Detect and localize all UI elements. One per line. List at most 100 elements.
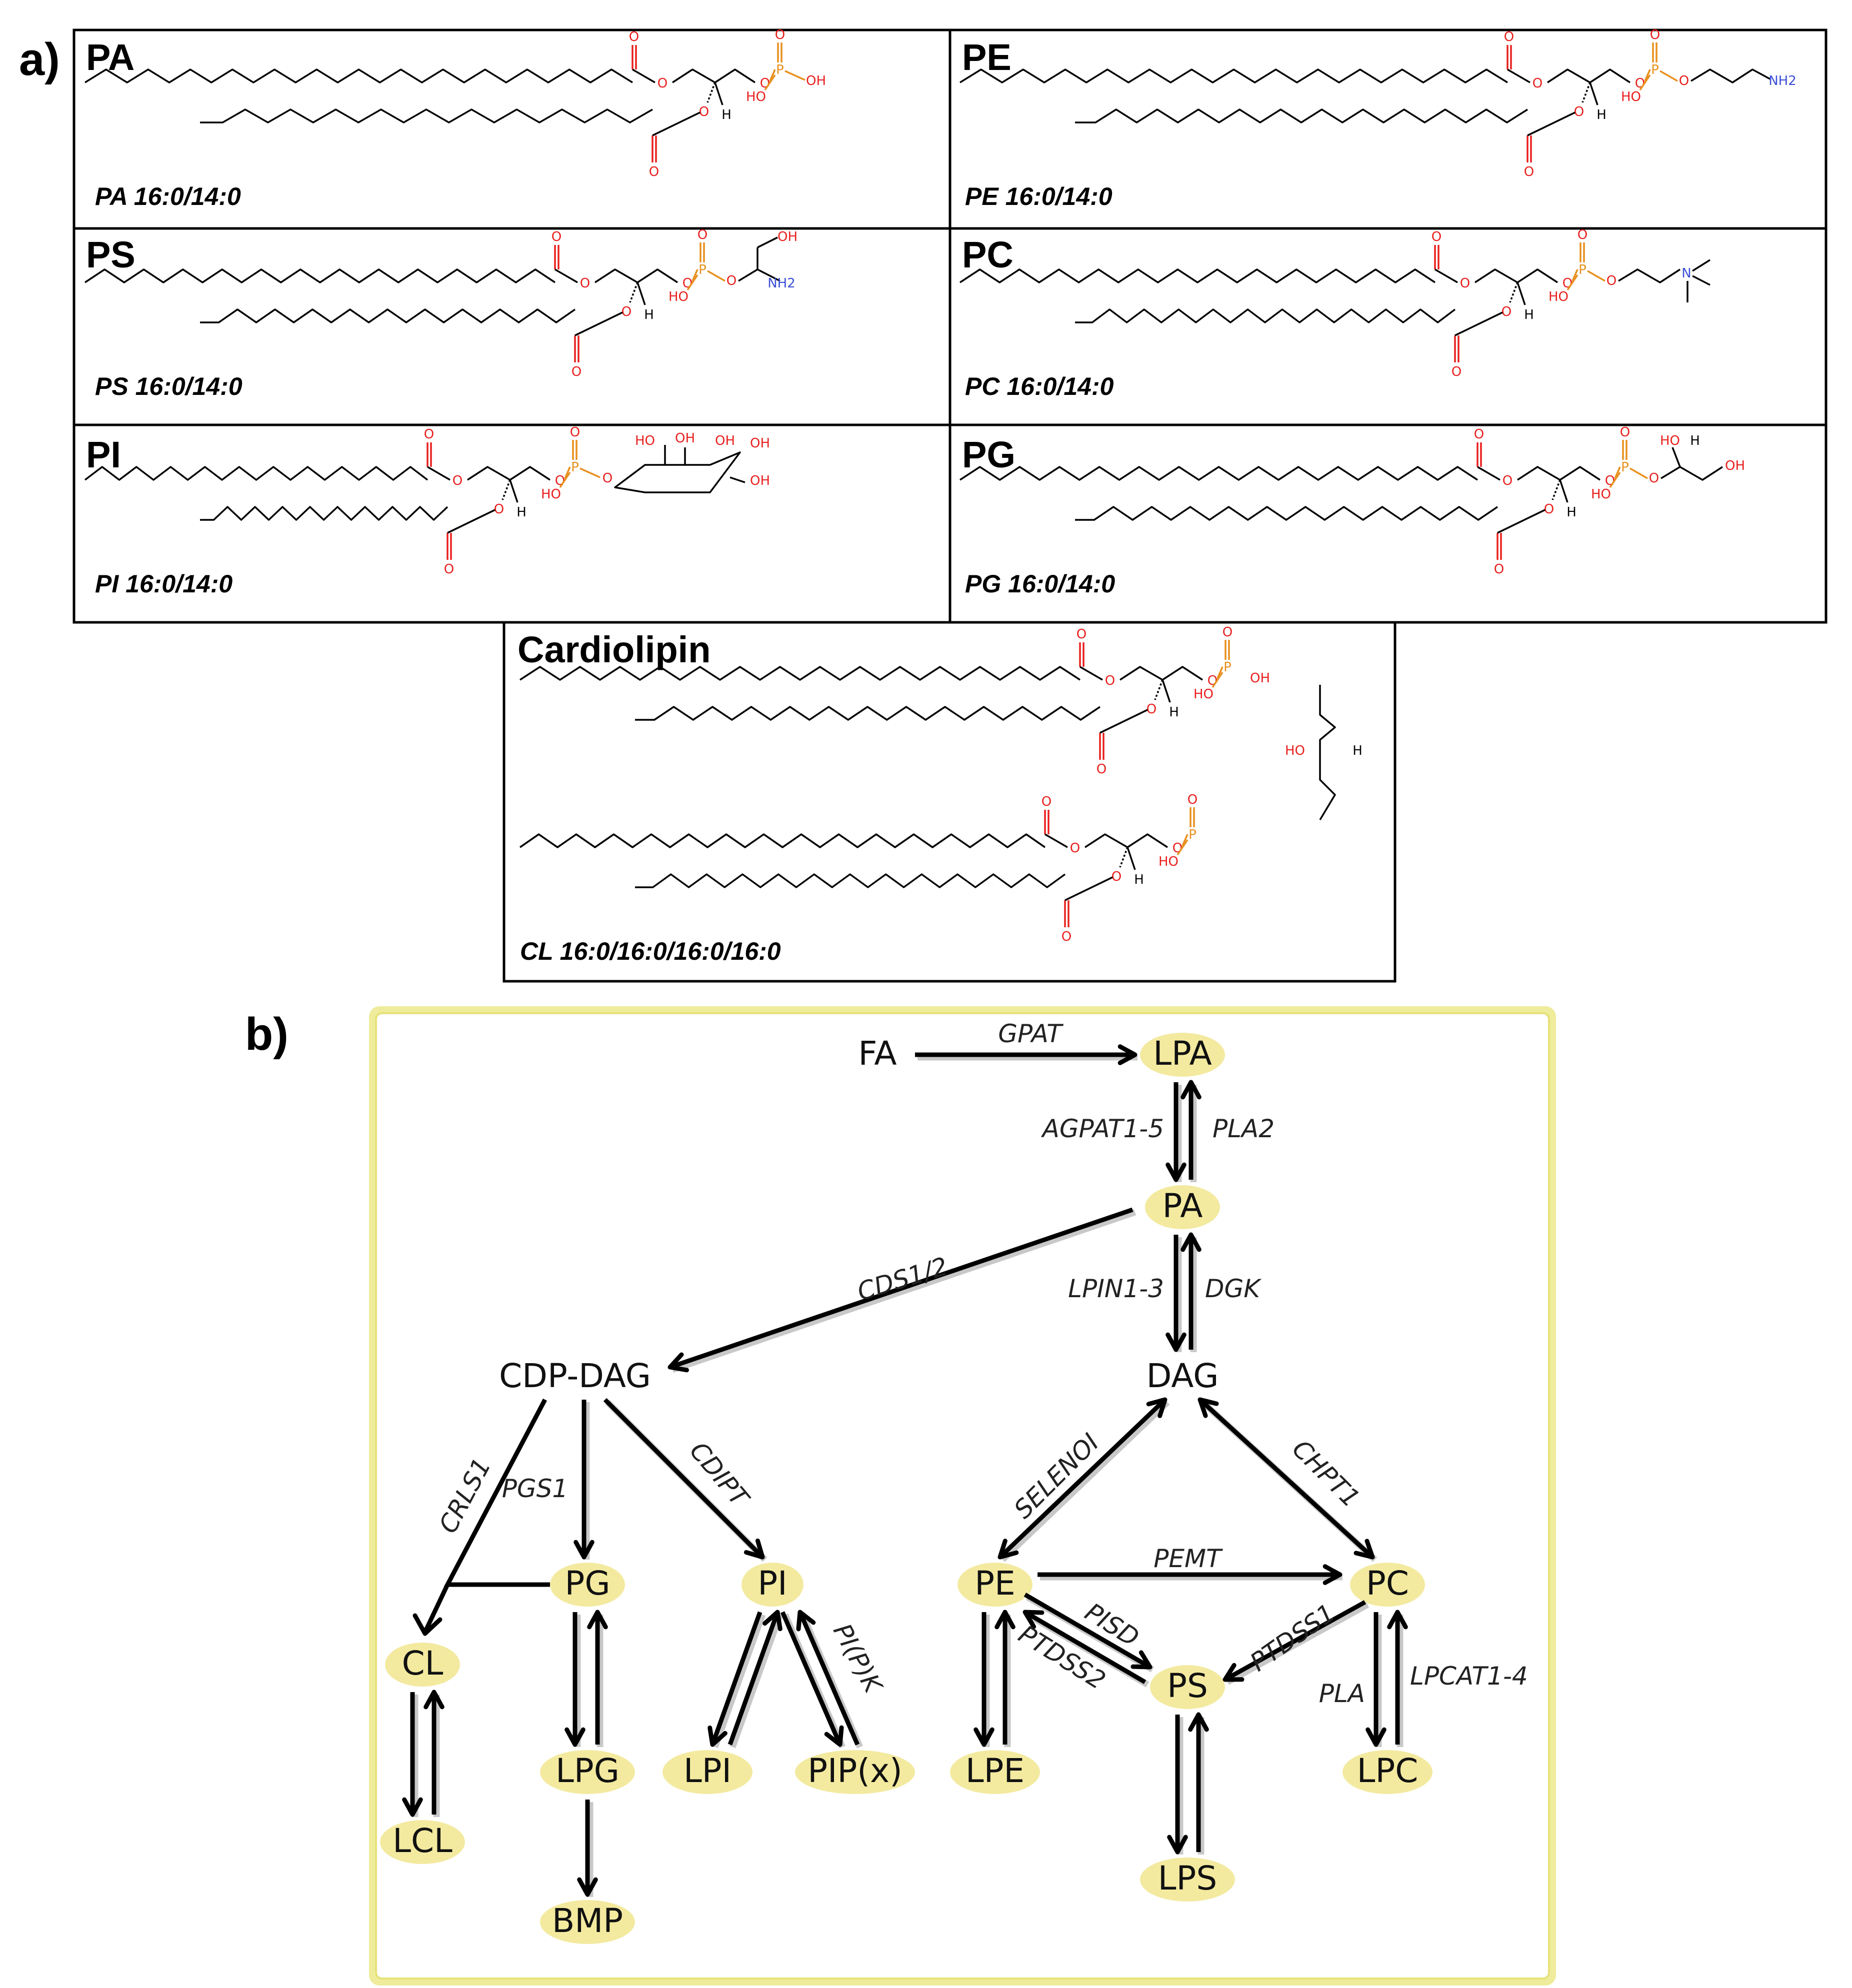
oxygen-label: O: [1105, 673, 1115, 688]
acyl-chain: [1075, 506, 1498, 521]
arrow-line: [710, 1611, 762, 1746]
node-cl: CL: [402, 1644, 444, 1683]
arrow-pipx-pi: [796, 1610, 863, 1749]
arrow-line: [728, 1611, 780, 1746]
acyl-chain: [960, 466, 1478, 481]
arrow-lpa-pa: [1166, 1082, 1186, 1182]
phosphorus-label: P: [1188, 827, 1196, 842]
pa-name: PA: [86, 36, 134, 78]
oxygen-label: O: [1062, 929, 1072, 944]
arrow-shadow: [1000, 1400, 1170, 1562]
phosphorus-label: P: [1224, 660, 1232, 675]
hydroxyl-label: OH: [750, 436, 770, 451]
oxygen-label: O: [1502, 473, 1512, 488]
enzyme-pla: PLA: [1319, 1679, 1365, 1708]
acyl-chain: [960, 268, 1436, 283]
hydroxyl-label: HO: [541, 487, 561, 502]
glycerol-bond: [594, 268, 678, 283]
phosphate-bond: [1176, 839, 1188, 855]
arrow-line: [603, 1398, 764, 1559]
stereo-bond: [629, 282, 638, 303]
hydrogen-label: H: [1169, 705, 1179, 720]
node-lpa: LPA: [1153, 1034, 1212, 1073]
arrow-line: [780, 1611, 842, 1746]
arrow-line: [1024, 1610, 1146, 1684]
glycerol-bond: [1474, 268, 1558, 283]
oxygen-label: O: [1222, 625, 1232, 640]
oxygen-label: O: [1679, 73, 1689, 88]
acyl-chain: [200, 108, 653, 123]
acyl-chain: [520, 666, 1080, 681]
highlight-pc: [1350, 1563, 1425, 1607]
cardiolipin-species: CL 16:0/16:0/16:0/16:0: [520, 937, 781, 965]
arrowhead: [1198, 1397, 1219, 1418]
phosphate-bond: [559, 472, 571, 488]
oxygen-label: O: [1532, 76, 1542, 91]
node-lpg: LPG: [556, 1752, 620, 1790]
highlight-lpc: [1342, 1750, 1432, 1794]
oxygen-label: O: [775, 27, 785, 42]
node-fa: FA: [858, 1034, 896, 1073]
choline-bond: [1618, 268, 1680, 283]
phosphate-bond: [1660, 70, 1678, 82]
phosphate-bond: [784, 70, 806, 81]
stereo-bond: [1154, 679, 1164, 700]
highlight-lpg: [540, 1750, 635, 1794]
arrow-lpc-pc: [1387, 1610, 1408, 1747]
arrow-dag-pc: [1198, 1397, 1378, 1562]
acyl-chain: [84, 68, 633, 83]
oxygen-label: O: [452, 473, 462, 488]
pe-name: PE: [962, 36, 1012, 78]
oxygen-label: O: [1112, 869, 1122, 884]
ester-bond: [1477, 466, 1500, 481]
enzyme-agpat: AGPAT1-5: [1041, 1114, 1164, 1143]
node-pa: PA: [1162, 1187, 1203, 1225]
ethanolamine-bond: [1690, 68, 1770, 83]
hydrogen-label: H: [1566, 505, 1576, 520]
arrowhead: [1118, 1044, 1138, 1065]
acyl-chain: [1075, 108, 1528, 123]
arrow-pe-lpe: [974, 1612, 994, 1747]
highlight-lpe: [950, 1750, 1040, 1794]
phosphate-bond: [564, 466, 571, 479]
enzyme-cds: CDS1/2: [854, 1252, 951, 1307]
glycerol-bond: [467, 466, 550, 481]
arrow-line: [798, 1611, 860, 1746]
arrowhead: [577, 1877, 598, 1897]
arrowhead: [744, 1538, 765, 1560]
hydroxyl-label: HO: [746, 89, 766, 104]
phosphate-bond: [1212, 672, 1224, 688]
arrow-lpe-pe: [994, 1610, 1016, 1747]
structure-grid: [72, 28, 1828, 983]
ester-bond: [1434, 268, 1458, 283]
wedge-bond: [1516, 282, 1526, 305]
arrow-fa-lpa: [915, 1044, 1138, 1065]
oxygen-label: O: [602, 471, 612, 486]
arrow-pc-lpc: [1366, 1612, 1386, 1747]
node-lps: LPS: [1158, 1859, 1217, 1898]
arrow-cdpdag-pg: [574, 1400, 594, 1560]
arrow-lps-ps: [1188, 1712, 1209, 1855]
hydrogen-label: H: [1352, 743, 1362, 758]
arrow-dag-pa: [1180, 1232, 1202, 1352]
node-bmp: BMP: [552, 1902, 623, 1940]
arrow-cl-lcl: [402, 1692, 423, 1817]
arrowhead: [668, 1352, 689, 1373]
highlight-pe: [958, 1563, 1032, 1607]
arrowhead: [1180, 1232, 1202, 1252]
arrowhead: [574, 1540, 594, 1560]
arrow-lpi-pi: [728, 1610, 784, 1749]
oxygen-label: O: [1452, 364, 1462, 379]
node-dag: DAG: [1146, 1357, 1219, 1395]
stereo-bond: [706, 82, 716, 103]
oxygen-label: O: [726, 273, 736, 288]
arrow-lcl-cl: [424, 1690, 444, 1817]
glycerol-bond: [1084, 833, 1168, 848]
ester-bond: [1497, 509, 1546, 534]
enzyme-ptdss1: PTDSS1: [1245, 1598, 1340, 1677]
oxygen-label: O: [424, 427, 434, 442]
hydroxyl-label: HO: [1660, 433, 1680, 448]
highlight-bmp: [540, 1900, 635, 1944]
hydrogen-label: H: [722, 107, 732, 122]
